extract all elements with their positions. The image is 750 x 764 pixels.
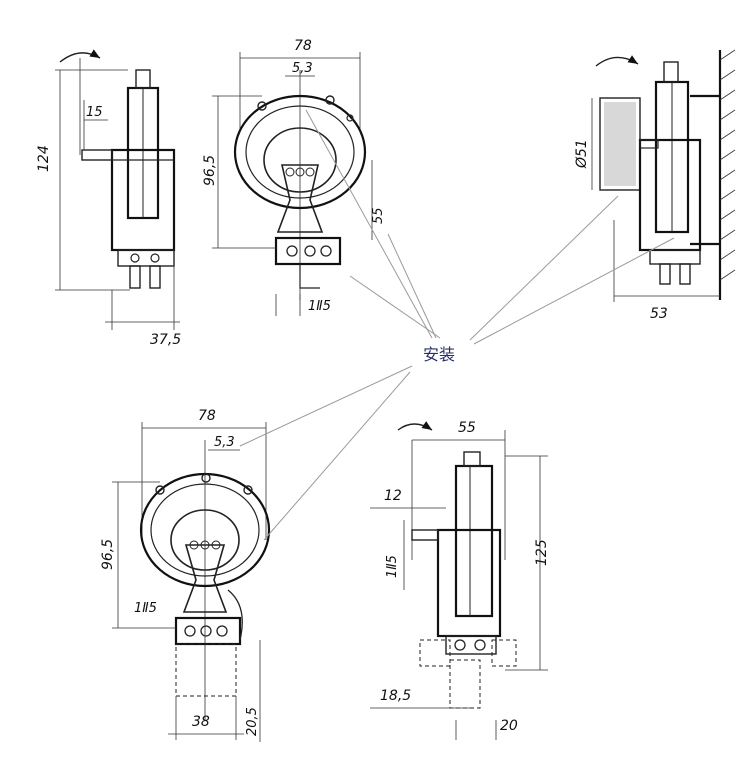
dim-offset: 5,3 — [292, 61, 313, 76]
dim-width: 37,5 — [150, 332, 181, 348]
rotation-arrow-icon — [595, 55, 639, 67]
base-block — [274, 236, 342, 266]
outer-ring — [233, 94, 367, 210]
dim-height: 125 — [534, 539, 550, 566]
dim-offset: 5,3 — [214, 435, 235, 450]
dim-width: 78 — [294, 38, 312, 54]
dim-width: 78 — [198, 408, 216, 424]
top-cap — [135, 69, 151, 89]
front-view-bottom: 78 5,3 96,5 1Ⅱ5 38 20,5 — [100, 408, 271, 742]
dim-base-width: 38 — [192, 714, 210, 730]
leader-lines — [239, 109, 675, 541]
disc-body — [454, 464, 494, 618]
housing — [638, 138, 702, 252]
dim-foot-offset: 18,5 — [380, 688, 411, 704]
shaft — [411, 529, 439, 541]
dim-hole: 1Ⅱ5 — [308, 299, 331, 314]
dim-hole: 1Ⅱ5 — [134, 601, 157, 616]
dim-height: 96,5 — [100, 539, 116, 570]
rotation-arrow-icon — [59, 49, 101, 63]
inner-ring — [170, 509, 240, 571]
hourglass-plate — [182, 544, 228, 613]
housing — [436, 528, 502, 638]
side-view-left: 124 15 37,5 — [36, 49, 181, 348]
wall-mount-view: Ø51 53 — [574, 49, 736, 322]
dim-depth: 53 — [650, 306, 668, 322]
dim-base-height: 20,5 — [245, 707, 260, 736]
shaft — [81, 149, 113, 161]
dim-shaft: 12 — [384, 488, 402, 504]
dim-height: 96,5 — [202, 155, 218, 186]
dim-width: 55 — [458, 420, 476, 436]
inner-ring — [263, 127, 337, 193]
front-view-top: 78 5,3 96,5 55 1Ⅱ5 — [202, 38, 386, 316]
dim-diameter: Ø51 — [574, 139, 590, 169]
hourglass-plate — [276, 164, 324, 233]
dim-shaft-height: 1Ⅱ5 — [385, 555, 400, 578]
side-view-bottom: 55 12 1Ⅱ5 125 18,5 20 — [370, 420, 550, 740]
install-label: 安装 — [423, 345, 455, 364]
dim-shaft: 15 — [86, 105, 103, 120]
rotation-arrow-icon — [397, 421, 433, 431]
dim-height: 124 — [36, 145, 52, 172]
dim-foot: 20 — [500, 718, 518, 734]
dim-side: 55 — [371, 207, 386, 224]
